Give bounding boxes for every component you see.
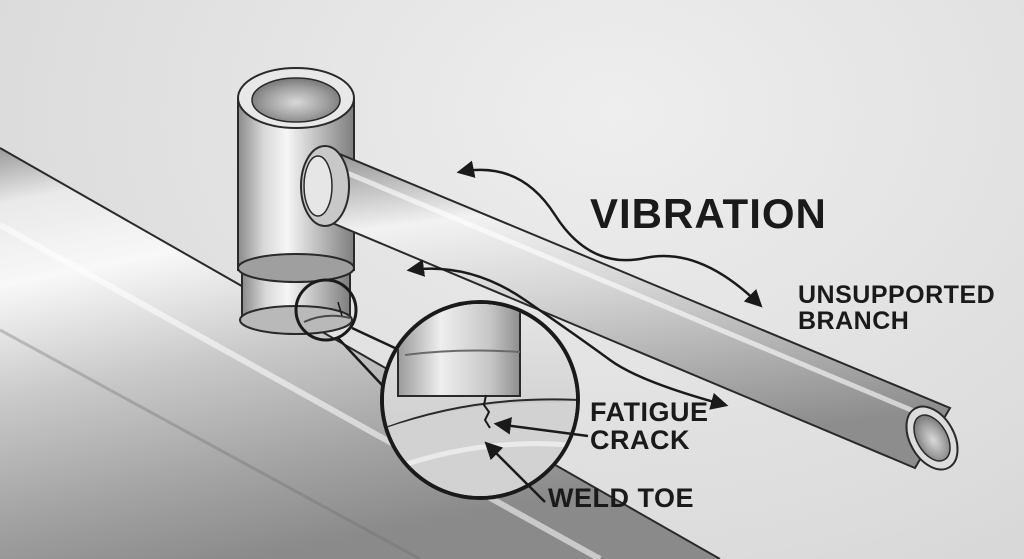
vibration-arrows: [406, 160, 763, 410]
vibration-label: VIBRATION: [590, 190, 827, 237]
unsupported-branch-label-line-1: UNSUPPORTED: [798, 281, 996, 309]
fatigue-crack-label-line-2: CRACK: [590, 425, 690, 456]
unsupported-branch-label-line-2: BRANCH: [798, 307, 910, 336]
weld-toe-label: WELD TOE: [548, 483, 695, 513]
zoom-detail: [380, 300, 580, 500]
fatigue-crack-label: FATIGUE CRACK: [590, 398, 709, 455]
unsupported-branch-label: UNSUPPORTED BRANCH: [798, 282, 995, 335]
tee-fitting: [237, 67, 355, 335]
label-pointers: [484, 417, 589, 503]
weld-callout-circle: [294, 278, 358, 342]
fatigue-crack-label-line-1: FATIGUE: [590, 397, 709, 427]
